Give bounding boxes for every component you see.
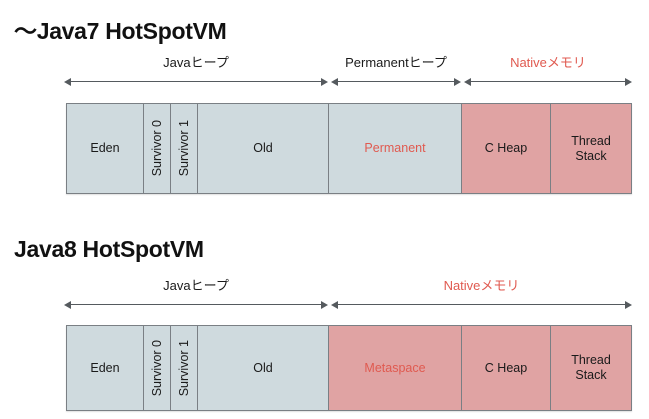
memory-cell-eden[interactable]: Eden <box>67 104 144 193</box>
memory-bar-java7: Eden Survivor 0 Survivor 1 Old Permanent… <box>66 103 632 194</box>
arrow-head-left-icon <box>64 300 71 309</box>
arrow-head-right-icon <box>321 77 328 86</box>
span-label-native-memory-java8: Nativeメモリ <box>443 278 520 293</box>
memory-cell-metaspace[interactable]: Metaspace <box>329 326 462 410</box>
memory-bar-java8: Eden Survivor 0 Survivor 1 Old Metaspace… <box>66 325 632 411</box>
memory-cell-c-heap[interactable]: C Heap <box>462 326 551 410</box>
arrow-head-right-icon <box>625 77 632 86</box>
memory-cell-old[interactable]: Old <box>198 104 329 193</box>
span-label-row-java8: Javaヒープ Nativeメモリ <box>0 277 649 311</box>
memory-cell-label: Survivor 0 <box>149 339 164 397</box>
memory-cell-survivor-0[interactable]: Survivor 0 <box>144 104 171 193</box>
memory-cell-label: Old <box>253 141 273 155</box>
memory-cell-c-heap[interactable]: C Heap <box>462 104 551 193</box>
arrow-shaft <box>469 81 627 82</box>
span-label-java-heap-java7: Javaヒープ <box>163 55 229 70</box>
memory-cell-old[interactable]: Old <box>198 326 329 410</box>
span-arrow-native-memory-java8 <box>331 300 632 309</box>
memory-cell-label: Eden <box>90 360 120 375</box>
memory-cell-label: Old <box>253 360 273 375</box>
span-permanent-heap-java7: Permanentヒープ <box>331 54 461 88</box>
span-native-memory-java7: Nativeメモリ <box>464 54 632 88</box>
span-native-memory-java8: Nativeメモリ <box>331 277 632 311</box>
span-label-row-java7: Javaヒープ Permanentヒープ Nativeメモリ <box>0 54 649 88</box>
memory-cell-survivor-1[interactable]: Survivor 1 <box>171 326 198 410</box>
span-arrow-java-heap-java8 <box>64 300 328 309</box>
memory-cell-label: C Heap <box>484 360 528 375</box>
memory-cell-survivor-1[interactable]: Survivor 1 <box>171 104 198 193</box>
arrow-shaft <box>69 81 323 82</box>
memory-cell-label: Metaspace <box>364 360 426 375</box>
memory-cell-label: Survivor 1 <box>176 120 191 177</box>
arrow-head-left-icon <box>464 77 471 86</box>
memory-cell-eden[interactable]: Eden <box>67 326 144 410</box>
arrow-head-left-icon <box>331 77 338 86</box>
memory-cell-permanent[interactable]: Permanent <box>329 104 462 193</box>
span-label-native-memory-java7: Nativeメモリ <box>510 55 586 70</box>
span-label-permanent-heap-java7: Permanentヒープ <box>345 55 447 70</box>
arrow-head-left-icon <box>64 77 71 86</box>
span-java-heap-java8: Javaヒープ <box>64 277 328 311</box>
span-arrow-java-heap-java7 <box>64 77 328 86</box>
memory-cell-label: Survivor 0 <box>149 120 164 177</box>
memory-cell-label: Survivor 1 <box>176 339 191 397</box>
arrow-head-right-icon <box>625 300 632 309</box>
arrow-head-left-icon <box>331 300 338 309</box>
section-title-java8: Java8 HotSpotVM <box>14 236 204 262</box>
memory-cell-label: Permanent <box>364 141 426 155</box>
section-title-java7: 〜Java7 HotSpotVM <box>14 18 227 44</box>
span-arrow-permanent-heap-java7 <box>331 77 461 86</box>
span-arrow-native-memory-java7 <box>464 77 632 86</box>
memory-cell-survivor-0[interactable]: Survivor 0 <box>144 326 171 410</box>
arrow-shaft <box>336 81 456 82</box>
arrow-head-right-icon <box>454 77 461 86</box>
memory-cell-label: C Heap <box>484 141 528 155</box>
span-java-heap-java7: Javaヒープ <box>64 54 328 88</box>
span-label-java-heap-java8: Javaヒープ <box>163 278 229 293</box>
arrow-head-right-icon <box>321 300 328 309</box>
arrow-shaft <box>69 304 323 305</box>
memory-cell-label: Eden <box>90 141 120 155</box>
arrow-shaft <box>336 304 627 305</box>
